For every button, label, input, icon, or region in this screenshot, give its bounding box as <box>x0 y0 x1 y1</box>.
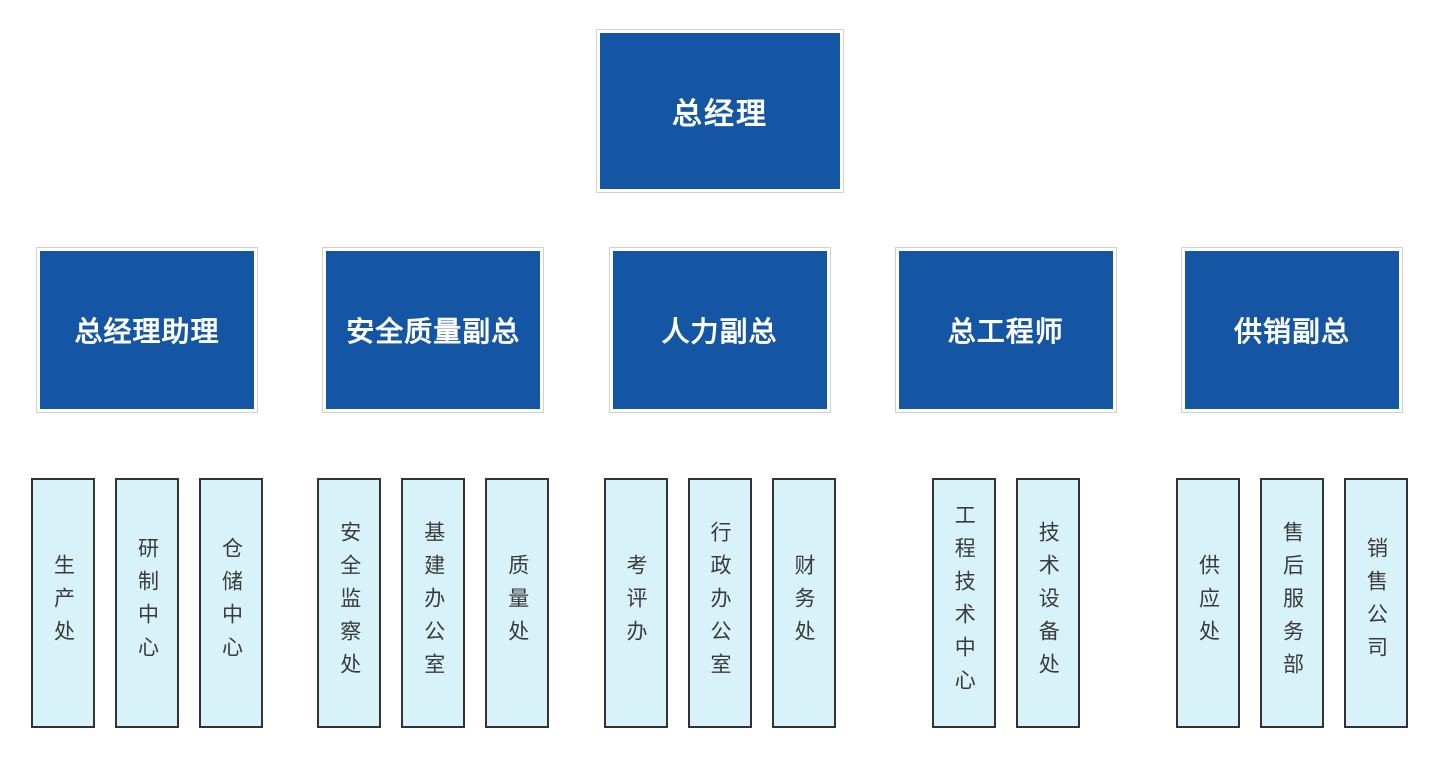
org-node-quality-division: 质量处 <box>485 478 550 728</box>
org-node-production-division: 生产处 <box>31 478 95 728</box>
org-branch-gm-assistant: 总经理助理 生产处 研制中心 仓储中心 <box>31 248 263 728</box>
org-node-evaluation-office: 考评办 <box>603 478 668 728</box>
org-level-2: 总经理助理 生产处 研制中心 仓储中心 安全质量副总 安全监察处 基建办公室 质… <box>0 248 1440 728</box>
org-node-technical-equipment-division: 技术设备处 <box>1015 478 1080 728</box>
org-node-supply-division: 供应处 <box>1176 478 1240 728</box>
org-children-chief-engineer: 工程技术中心 技术设备处 <box>931 478 1080 728</box>
org-node-safety-quality-vp: 安全质量副总 <box>323 248 544 412</box>
org-children-safety-quality-vp: 安全监察处 基建办公室 质量处 <box>317 478 550 728</box>
org-node-administration-office: 行政办公室 <box>687 478 752 728</box>
org-branch-chief-engineer: 总工程师 工程技术中心 技术设备处 <box>895 248 1116 728</box>
org-node-hr-vp: 人力副总 <box>609 248 830 412</box>
org-node-infrastructure-office: 基建办公室 <box>401 478 466 728</box>
org-children-gm-assistant: 生产处 研制中心 仓储中心 <box>31 478 263 728</box>
org-node-supply-sales-vp: 供销副总 <box>1182 248 1402 412</box>
org-children-supply-sales-vp: 供应处 售后服务部 销售公司 <box>1176 478 1408 728</box>
org-node-general-manager: 总经理 <box>597 30 843 192</box>
org-node-chief-engineer: 总工程师 <box>895 248 1116 412</box>
org-node-finance-division: 财务处 <box>771 478 836 728</box>
org-level-1: 总经理 <box>0 0 1440 192</box>
org-branch-safety-quality-vp: 安全质量副总 安全监察处 基建办公室 质量处 <box>317 248 550 728</box>
org-node-storage-center: 仓储中心 <box>199 478 263 728</box>
org-branch-hr-vp: 人力副总 考评办 行政办公室 财务处 <box>603 248 836 728</box>
org-node-sales-company: 销售公司 <box>1344 478 1408 728</box>
org-node-safety-supervision-division: 安全监察处 <box>317 478 382 728</box>
org-children-hr-vp: 考评办 行政办公室 财务处 <box>603 478 836 728</box>
org-node-after-sales-service-dept: 售后服务部 <box>1260 478 1324 728</box>
org-branch-supply-sales-vp: 供销副总 供应处 售后服务部 销售公司 <box>1176 248 1408 728</box>
org-node-engineering-technology-center: 工程技术中心 <box>931 478 996 728</box>
org-node-gm-assistant: 总经理助理 <box>37 248 257 412</box>
org-node-development-center: 研制中心 <box>115 478 179 728</box>
